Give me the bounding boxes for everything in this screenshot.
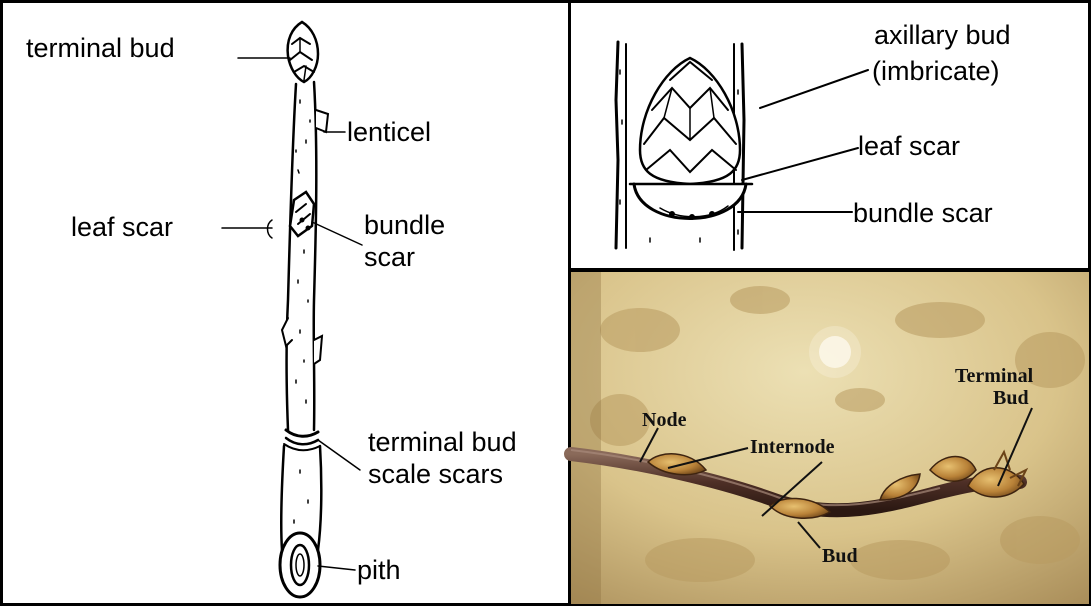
label-bud-scale-scars-line2: scale scars <box>368 459 503 489</box>
label-photo-terminal-bud-line1: Terminal <box>955 365 1033 387</box>
label-internode: Internode <box>750 436 834 458</box>
label-lenticel: lenticel <box>347 117 431 147</box>
label-node: Node <box>642 409 686 431</box>
twig-drawing <box>222 22 362 597</box>
label-bud-scale-scars-line1: terminal bud <box>368 427 517 457</box>
label-pith: pith <box>357 555 401 585</box>
label-axillary-bud-line1: axillary bud <box>874 20 1011 50</box>
label-terminal-bud: terminal bud <box>26 33 175 63</box>
label-photo-bud: Bud <box>822 545 858 567</box>
label-closeup-leaf-scar: leaf scar <box>858 131 960 161</box>
label-leaf-scar: leaf scar <box>71 212 173 242</box>
label-bundle-scar-line2: scar <box>364 242 415 272</box>
bud-closeup-drawing <box>616 42 868 250</box>
label-bundle-scar-line1: bundle <box>364 210 445 240</box>
label-closeup-bundle-scar: bundle scar <box>853 198 993 228</box>
label-photo-terminal-bud-line2: Bud <box>993 387 1029 409</box>
label-axillary-bud-line2: (imbricate) <box>872 56 1000 86</box>
